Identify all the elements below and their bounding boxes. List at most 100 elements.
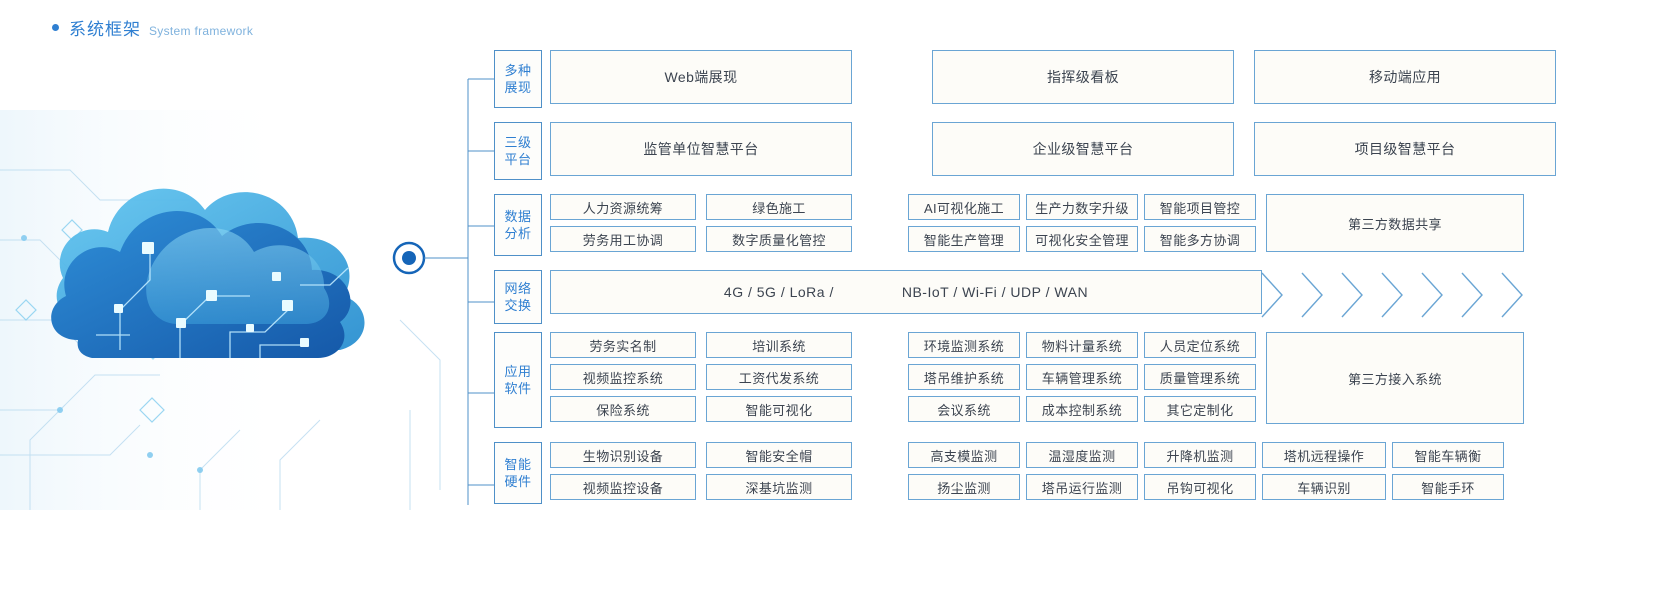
row-three-tier-platform: 三级 平台 监管单位智慧平台 企业级智慧平台 项目级智慧平台 bbox=[494, 122, 1673, 180]
cell-row: 塔吊维护系统 车辆管理系统 质量管理系统 bbox=[908, 364, 1256, 390]
chevron-icon bbox=[1340, 272, 1380, 318]
tag-line-1: 数据 bbox=[504, 209, 532, 224]
row-data-analysis: 数据 分析 人力资源统筹 绿色施工 劳务用工协调 数字质量化管控 bbox=[494, 194, 1673, 256]
tag-line-1: 网络 bbox=[504, 281, 532, 296]
box-other-customization[interactable]: 其它定制化 bbox=[1144, 396, 1256, 422]
box-insurance-system[interactable]: 保险系统 bbox=[550, 396, 696, 422]
box-cost-control-system[interactable]: 成本控制系统 bbox=[1026, 396, 1138, 422]
box-smart-visualization[interactable]: 智能可视化 bbox=[706, 396, 852, 422]
row-smart-hardware: 智能 硬件 生物识别设备 智能安全帽 视频监控设备 深基坑监测 bbox=[494, 442, 1673, 504]
row-application-software: 应用 软件 劳务实名制 培训系统 视频监控系统 工资代发系统 保险系统 智能可视… bbox=[494, 332, 1673, 428]
box-network-protocols[interactable]: 4G / 5G / LoRa / NB-IoT / Wi-Fi / UDP / … bbox=[550, 270, 1262, 314]
box-vehicle-recognition[interactable]: 车辆识别 bbox=[1262, 474, 1386, 500]
app-software-left-grid: 劳务实名制 培训系统 视频监控系统 工资代发系统 保险系统 智能可视化 bbox=[550, 332, 852, 428]
box-ai-visual-construction[interactable]: AI可视化施工 bbox=[908, 194, 1020, 220]
row-tag-three-tier: 三级 平台 bbox=[494, 122, 542, 180]
box-third-party-data-sharing[interactable]: 第三方数据共享 bbox=[1266, 194, 1524, 252]
box-web-display[interactable]: Web端展现 bbox=[550, 50, 852, 104]
row-tag-presentation: 多种 展现 bbox=[494, 50, 542, 108]
bullet-dot-icon bbox=[52, 24, 59, 31]
box-enterprise-platform[interactable]: 企业级智慧平台 bbox=[932, 122, 1234, 176]
box-third-party-access-system[interactable]: 第三方接入系统 bbox=[1266, 332, 1524, 424]
box-green-construction[interactable]: 绿色施工 bbox=[706, 194, 852, 220]
box-smart-multiparty-coordination[interactable]: 智能多方协调 bbox=[1144, 226, 1256, 252]
hardware-right-grid: 高支模监测 温湿度监测 升降机监测 塔机远程操作 智能车辆衡 扬尘监测 塔吊运行… bbox=[908, 442, 1504, 504]
box-smart-production-mgmt[interactable]: 智能生产管理 bbox=[908, 226, 1020, 252]
network-segment-1: 4G / 5G / LoRa / bbox=[723, 284, 834, 300]
box-biometric-device[interactable]: 生物识别设备 bbox=[550, 442, 696, 468]
row-tag-data-analysis: 数据 分析 bbox=[494, 194, 542, 256]
network-segment-2: NB-IoT / Wi-Fi / UDP / WAN bbox=[901, 284, 1089, 300]
box-productivity-digital-upgrade[interactable]: 生产力数字升级 bbox=[1026, 194, 1138, 220]
cell-row: AI可视化施工 生产力数字升级 智能项目管控 bbox=[908, 194, 1256, 220]
cell-row: 扬尘监测 塔吊运行监测 吊钩可视化 车辆识别 智能手环 bbox=[908, 474, 1504, 500]
box-labor-coordination[interactable]: 劳务用工协调 bbox=[550, 226, 696, 252]
box-quality-management[interactable]: 质量管理系统 bbox=[1144, 364, 1256, 390]
cell-row: 视频监控系统 工资代发系统 bbox=[550, 364, 852, 390]
box-training-system[interactable]: 培训系统 bbox=[706, 332, 852, 358]
tag-line-2: 分析 bbox=[504, 226, 532, 241]
data-analysis-left-grid: 人力资源统筹 绿色施工 劳务用工协调 数字质量化管控 bbox=[550, 194, 852, 256]
box-tower-crane-maintenance[interactable]: 塔吊维护系统 bbox=[908, 364, 1020, 390]
page-title: 系统框架 System framework bbox=[52, 15, 253, 40]
row-presentation: 多种 展现 Web端展现 指挥级看板 移动端应用 bbox=[494, 50, 1673, 108]
box-deep-foundation-pit-monitoring[interactable]: 深基坑监测 bbox=[706, 474, 852, 500]
cloud-graphic bbox=[0, 110, 441, 510]
tag-line-2: 展现 bbox=[504, 80, 532, 95]
flow-chevrons bbox=[1260, 270, 1540, 318]
tag-line-1: 三级 bbox=[504, 135, 532, 150]
box-dust-monitoring[interactable]: 扬尘监测 bbox=[908, 474, 1020, 500]
box-command-dashboard[interactable]: 指挥级看板 bbox=[932, 50, 1234, 104]
box-tower-crane-operation-monitoring[interactable]: 塔吊运行监测 bbox=[1026, 474, 1138, 500]
group-spacer bbox=[852, 442, 908, 504]
chevron-icon bbox=[1300, 272, 1340, 318]
hardware-left-grid: 生物识别设备 智能安全帽 视频监控设备 深基坑监测 bbox=[550, 442, 852, 504]
box-video-monitoring-device[interactable]: 视频监控设备 bbox=[550, 474, 696, 500]
box-smart-truck-scale[interactable]: 智能车辆衡 bbox=[1392, 442, 1504, 468]
row-tag-network: 网络 交换 bbox=[494, 270, 542, 324]
page-title-en: System framework bbox=[149, 24, 254, 38]
tag-line-2: 硬件 bbox=[504, 474, 532, 489]
box-video-monitoring-system[interactable]: 视频监控系统 bbox=[550, 364, 696, 390]
cell-row: 生物识别设备 智能安全帽 bbox=[550, 442, 852, 468]
cell-row: 环境监测系统 物料计量系统 人员定位系统 bbox=[908, 332, 1256, 358]
cloud-node-inner bbox=[402, 251, 416, 265]
box-tower-crane-remote-operation[interactable]: 塔机远程操作 bbox=[1262, 442, 1386, 468]
page-title-cn: 系统框架 bbox=[69, 20, 141, 39]
box-hook-visualization[interactable]: 吊钩可视化 bbox=[1144, 474, 1256, 500]
group-spacer bbox=[852, 194, 908, 256]
tag-line-1: 智能 bbox=[504, 457, 532, 472]
box-temp-humidity-monitoring[interactable]: 温湿度监测 bbox=[1026, 442, 1138, 468]
box-material-metering[interactable]: 物料计量系统 bbox=[1026, 332, 1138, 358]
box-visual-safety-mgmt[interactable]: 可视化安全管理 bbox=[1026, 226, 1138, 252]
box-environment-monitoring[interactable]: 环境监测系统 bbox=[908, 332, 1020, 358]
box-mobile-app[interactable]: 移动端应用 bbox=[1254, 50, 1556, 104]
row-network-exchange: 网络 交换 4G / 5G / LoRa / NB-IoT / Wi-Fi / … bbox=[494, 270, 1673, 324]
cell-row: 智能生产管理 可视化安全管理 智能多方协调 bbox=[908, 226, 1256, 252]
chevron-icon bbox=[1260, 272, 1300, 318]
row-tag-smart-hardware: 智能 硬件 bbox=[494, 442, 542, 504]
box-hoist-monitoring[interactable]: 升降机监测 bbox=[1144, 442, 1256, 468]
box-smart-helmet[interactable]: 智能安全帽 bbox=[706, 442, 852, 468]
chevron-icon bbox=[1380, 272, 1420, 318]
group-spacer bbox=[1256, 194, 1266, 256]
box-digital-quality-control[interactable]: 数字质量化管控 bbox=[706, 226, 852, 252]
tag-line-2: 平台 bbox=[504, 152, 532, 167]
group-spacer bbox=[1256, 332, 1266, 428]
box-payroll-system[interactable]: 工资代发系统 bbox=[706, 364, 852, 390]
app-software-right-grid: 环境监测系统 物料计量系统 人员定位系统 塔吊维护系统 车辆管理系统 质量管理系… bbox=[908, 332, 1256, 428]
tag-line-1: 应用 bbox=[504, 364, 532, 379]
box-smart-wristband[interactable]: 智能手环 bbox=[1392, 474, 1504, 500]
box-supervision-platform[interactable]: 监管单位智慧平台 bbox=[550, 122, 852, 176]
box-high-formwork-monitoring[interactable]: 高支模监测 bbox=[908, 442, 1020, 468]
box-hr-coordination[interactable]: 人力资源统筹 bbox=[550, 194, 696, 220]
box-personnel-positioning[interactable]: 人员定位系统 bbox=[1144, 332, 1256, 358]
box-labor-real-name[interactable]: 劳务实名制 bbox=[550, 332, 696, 358]
row-tag-application-software: 应用 软件 bbox=[494, 332, 542, 428]
box-meeting-system[interactable]: 会议系统 bbox=[908, 396, 1020, 422]
box-vehicle-management[interactable]: 车辆管理系统 bbox=[1026, 364, 1138, 390]
box-project-platform[interactable]: 项目级智慧平台 bbox=[1254, 122, 1556, 176]
box-smart-project-control[interactable]: 智能项目管控 bbox=[1144, 194, 1256, 220]
tag-line-1: 多种 bbox=[504, 63, 532, 78]
